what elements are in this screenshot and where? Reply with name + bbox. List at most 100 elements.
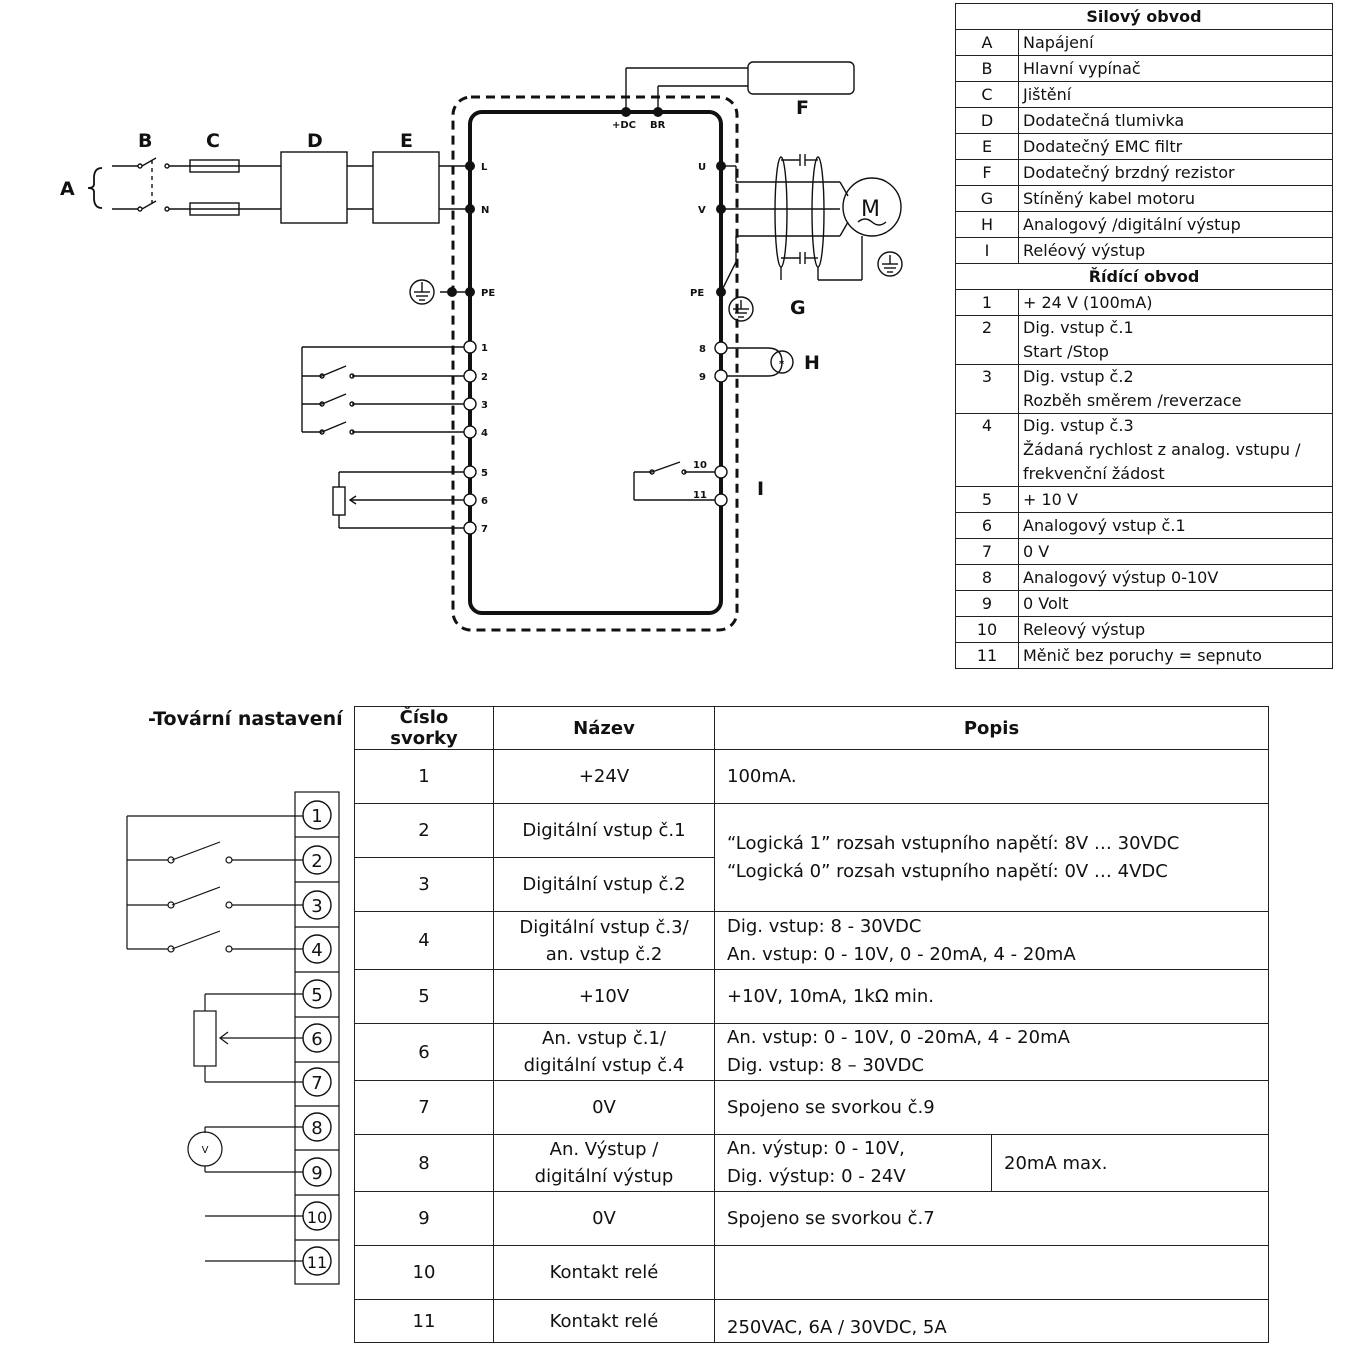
table-row-desc: An. výstup: 0 - 10V, Dig. výstup: 0 - 24… — [714, 1134, 992, 1192]
factory-wiring: 1 2 3 4 5 6 7 8 9 10 11 V — [126, 791, 340, 1285]
legend-key: 9 — [955, 590, 1019, 617]
right-term-11: 11 — [693, 490, 707, 501]
factory-term-5: 5 — [311, 985, 322, 1006]
legend-key: E — [955, 133, 1019, 160]
ground-icon — [409, 279, 435, 305]
legend-key: 8 — [955, 564, 1019, 591]
table-row-desc-extra: 20mA max. — [991, 1134, 1269, 1192]
legend-value: 0 Volt — [1018, 590, 1333, 617]
shield-outline — [451, 95, 739, 632]
motor-label: M — [861, 197, 880, 222]
legend-key: 11 — [955, 642, 1019, 669]
label-br: BR — [650, 120, 666, 131]
legend-key: B — [955, 55, 1019, 82]
choke-d — [280, 151, 348, 224]
legend-value: Jištění — [1018, 81, 1333, 108]
table-row-desc: Dig. vstup: 8 - 30VDC An. vstup: 0 - 10V… — [714, 911, 1269, 970]
legend-key: F — [955, 159, 1019, 186]
legend-power-title: Silový obvod — [955, 3, 1333, 30]
legend-value: Dodatečný EMC filtr — [1018, 133, 1333, 160]
legend-key: 2 — [955, 315, 1019, 365]
table-row-name: 0V — [493, 1191, 715, 1246]
factory-term-11: 11 — [307, 1253, 327, 1272]
table-row-number: 9 — [354, 1191, 494, 1246]
potentiometer — [332, 486, 346, 516]
label-dc: +DC — [612, 120, 636, 131]
right-term-10: 10 — [693, 460, 707, 471]
table-row-name: +24V — [493, 749, 715, 804]
supply-brace — [87, 167, 103, 209]
legend-value: Dig. vstup č.1 Start /Stop — [1018, 315, 1333, 365]
table-row-name: Kontakt relé — [493, 1299, 715, 1343]
legend-key: 6 — [955, 512, 1019, 539]
legend-key: A — [955, 29, 1019, 56]
left-term-1: 1 — [481, 343, 488, 354]
factory-voltmeter-icon — [187, 1131, 223, 1167]
legend-key: 4 — [955, 413, 1019, 487]
legend-value: Hlavní vypínač — [1018, 55, 1333, 82]
left-term-6: 6 — [481, 496, 488, 507]
brake-resistor-f — [747, 61, 855, 95]
label-h: H — [804, 352, 820, 374]
table-row-number: 1 — [354, 749, 494, 804]
voltmeter-mark: * — [779, 359, 785, 370]
header-terminal-number: Číslo svorky — [354, 706, 494, 750]
legend-value: Analogový vstup č.1 — [1018, 512, 1333, 539]
table-row-number: 10 — [354, 1245, 494, 1300]
table-row-name: Kontakt relé — [493, 1245, 715, 1300]
legend-key: 3 — [955, 364, 1019, 414]
table-row-desc: 250VAC, 6A / 30VDC, 5A — [714, 1299, 1269, 1343]
label-pe-right: PE — [690, 288, 704, 299]
table-row-desc: Spojeno se svorkou č.9 — [714, 1080, 1269, 1135]
left-term-5: 5 — [481, 468, 488, 479]
table-row-number: 3 — [354, 857, 494, 912]
table-row-desc: Spojeno se svorkou č.7 — [714, 1191, 1269, 1246]
label-b: B — [138, 130, 152, 152]
emc-filter-e — [372, 151, 440, 224]
legend-key: C — [955, 81, 1019, 108]
table-row-number: 5 — [354, 969, 494, 1024]
legend-value: Releový výstup — [1018, 616, 1333, 643]
table-row-number: 8 — [354, 1134, 494, 1192]
left-term-2: 2 — [481, 372, 488, 383]
legend-key: H — [955, 211, 1019, 238]
table-row-desc: An. vstup: 0 - 10V, 0 -20mA, 4 - 20mA Di… — [714, 1023, 1269, 1081]
table-row-name: Digitální vstup č.1 — [493, 803, 715, 858]
legend-value: Dodatečná tlumivka — [1018, 107, 1333, 134]
legend-value: Dig. vstup č.3 Žádaná rychlost z analog.… — [1018, 413, 1333, 487]
wiring-diagram: A B C D E F G H I +DC BR L N PE U V PE 1… — [60, 61, 903, 632]
label-a: A — [60, 178, 75, 200]
legend-key: 7 — [955, 538, 1019, 565]
label-v: V — [698, 205, 706, 216]
table-row-name: 0V — [493, 1080, 715, 1135]
legend-value: Napájení — [1018, 29, 1333, 56]
right-term-9: 9 — [699, 372, 706, 383]
factory-potentiometer — [193, 1010, 217, 1067]
left-term-4: 4 — [481, 428, 488, 439]
left-term-7: 7 — [481, 524, 488, 535]
factory-settings-label: -Tovární nastavení — [148, 708, 343, 730]
label-i: I — [757, 478, 764, 500]
legend-value: + 24 V (100mA) — [1018, 289, 1333, 316]
label-f: F — [796, 97, 809, 119]
legend-value: Měnič bez poruchy = sepnuto — [1018, 642, 1333, 669]
label-c: C — [206, 130, 220, 152]
label-d: D — [307, 130, 323, 152]
label-g: G — [790, 297, 806, 319]
factory-term-2: 2 — [311, 851, 322, 872]
terminals-table: Číslo svorky Název Popis 1 +24V 100mA. 2… — [354, 706, 1269, 1343]
label-l: L — [481, 162, 488, 173]
factory-term-10: 10 — [307, 1208, 327, 1227]
legend-control-title: Řídící obvod — [955, 263, 1333, 290]
header-description: Popis — [714, 706, 1269, 750]
factory-term-4: 4 — [311, 940, 322, 961]
table-row-number: 7 — [354, 1080, 494, 1135]
table-row-number: 6 — [354, 1023, 494, 1081]
table-row-number: 2 — [354, 803, 494, 858]
legend-key: 10 — [955, 616, 1019, 643]
right-term-8: 8 — [699, 344, 706, 355]
motor-icon — [842, 177, 902, 237]
legend-key: D — [955, 107, 1019, 134]
label-n: N — [481, 205, 489, 216]
header-name: Název — [493, 706, 715, 750]
